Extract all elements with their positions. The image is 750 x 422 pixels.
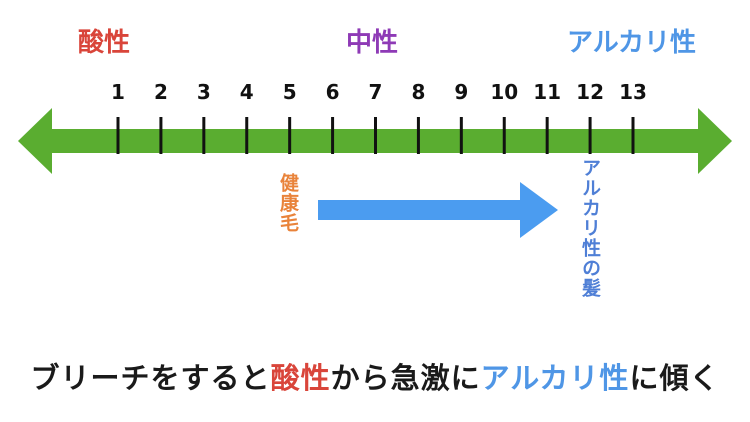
caption: ブリーチをすると酸性から急激にアルカリ性に傾く (0, 355, 750, 397)
transition-arrowhead (520, 182, 558, 238)
neutral-zone-label: 中性 (346, 28, 399, 58)
tick-label: 4 (240, 80, 254, 104)
tick-label: 6 (326, 80, 340, 104)
tick-label: 12 (576, 80, 604, 104)
tick-label: 9 (454, 80, 468, 104)
caption-part-1: ブリーチをすると (30, 361, 271, 395)
tick-label: 11 (533, 80, 561, 104)
tick-label: 2 (154, 80, 168, 104)
alkaline-zone-label: アルカリ性 (567, 28, 696, 58)
healthy-hair-label: 健康毛 (277, 173, 299, 233)
tick-label: 8 (411, 80, 425, 104)
transition-arrow-shaft (318, 200, 522, 220)
tick-label: 1 (111, 80, 125, 104)
caption-part-3: に傾く (629, 361, 720, 395)
tick-label: 13 (619, 80, 647, 104)
caption-acid: 酸性 (270, 361, 331, 395)
axis-left-arrowhead (18, 108, 52, 174)
acid-zone-label: 酸性 (78, 28, 131, 58)
tick-label: 3 (197, 80, 211, 104)
axis-right-arrowhead (698, 108, 732, 174)
alkaline-hair-label: アルカリ性の髪 (579, 158, 601, 298)
caption-alkaline: アルカリ性 (480, 361, 630, 395)
caption-part-2: から急激に (330, 361, 481, 395)
tick-label: 5 (283, 80, 297, 104)
ph-transition-arrow (318, 182, 558, 238)
tick-label: 10 (490, 80, 518, 104)
tick-label: 7 (369, 80, 383, 104)
